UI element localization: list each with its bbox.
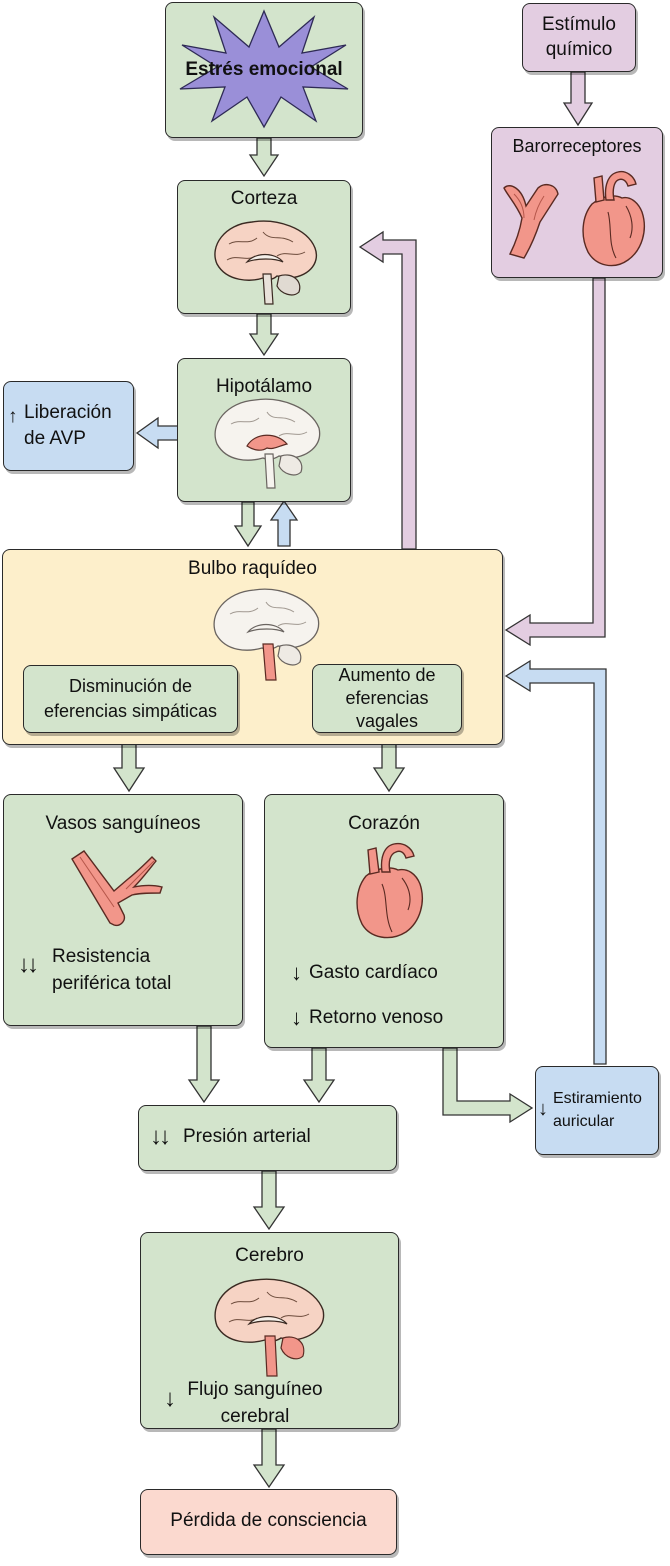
aortic-arch-icon [503, 183, 559, 259]
atrial-label-line1: Estiramiento [553, 1090, 642, 1107]
hypothalamus-brain-icon [214, 398, 321, 489]
symp-box [23, 665, 238, 733]
chem-label-line2: químico [545, 39, 613, 60]
vessel-icon [71, 850, 163, 927]
arrow-cortex-to-hypothalamus [248, 313, 280, 357]
stress-label: Estrés emocional [185, 59, 343, 80]
double-down-arrow-icon: ↓↓ [150, 1123, 171, 1150]
arrow-baro-to-medulla [504, 277, 606, 647]
vagal-label-line3: vagales [355, 711, 419, 731]
arrow-hypothalamus-to-medulla [233, 501, 263, 548]
pressure-box [138, 1105, 397, 1171]
heart-icon [356, 842, 424, 939]
arrow-stress-to-cortex [248, 137, 280, 178]
symp-label-line2: eferencias simpáticas [43, 701, 218, 721]
avp-box [3, 381, 134, 471]
heart-label: Corazón [348, 813, 420, 834]
atrial-label-line2: auricular [553, 1113, 615, 1130]
brain-flow-line2: cerebral [220, 1406, 290, 1427]
baro-label: Barorreceptores [512, 136, 642, 156]
vessels-box [3, 794, 243, 1026]
vessels-label: Vasos sanguíneos [45, 813, 201, 834]
pressure-label: Presión arterial [183, 1126, 311, 1147]
symp-label-line1: Disminución de [68, 676, 193, 696]
brain-flow-line1: Flujo sanguíneo [187, 1379, 323, 1400]
atrial-box [535, 1066, 659, 1155]
medulla-brain-icon [213, 588, 320, 681]
arrow-atrial-to-medulla [504, 659, 607, 1065]
up-arrow-icon: ↑ [8, 406, 18, 427]
hypothalamus-label: Hipotálamo [215, 376, 313, 397]
arrow-hypothalamus-to-avp [135, 416, 179, 450]
vessels-resistance-line1: Resistencia [52, 946, 151, 967]
avp-label-line2: de AVP [24, 428, 86, 449]
double-down-arrow-icon: ↓↓ [18, 951, 39, 978]
down-arrow-icon: ↓ [291, 1005, 302, 1030]
chem-box [522, 3, 636, 72]
arrow-medulla-to-cortex [358, 230, 417, 550]
brain-cerebellum-icon [214, 1278, 325, 1377]
down-arrow-icon: ↓ [164, 1385, 176, 1412]
loss-label: Pérdida de consciencia [170, 1510, 367, 1531]
down-arrow-icon: ↓ [538, 1098, 548, 1120]
arrow-medulla-to-hypothalamus [269, 499, 299, 547]
vagal-box [312, 664, 462, 733]
arrow-brain-to-loss [252, 1428, 286, 1489]
arrow-vessels-to-pressure [187, 1025, 221, 1104]
medulla-label: Bulbo raquídeo [188, 558, 317, 579]
arrow-pressure-to-brain [252, 1170, 286, 1231]
heart-output-label: Gasto cardíaco [309, 962, 438, 983]
loss-box [140, 1489, 397, 1555]
arrow-heart-to-atrial [442, 1047, 534, 1124]
vagal-label-line1: Aumento de [338, 665, 436, 685]
down-arrow-icon: ↓ [291, 960, 302, 985]
arrow-chem-to-baro [562, 71, 594, 127]
chem-label-line1: Estímulo [542, 14, 616, 35]
brain-label: Cerebro [235, 1245, 304, 1266]
arrow-heart-to-pressure [302, 1047, 336, 1104]
vessels-resistance-line2: periférica total [52, 973, 172, 994]
cortex-brain-icon [214, 220, 318, 305]
cortex-label: Corteza [230, 188, 298, 209]
heart-return-label: Retorno venoso [309, 1007, 444, 1028]
baro-heart-icon [582, 170, 646, 267]
vagal-label-line2: eferencias [345, 688, 429, 708]
avp-label-line1: Liberación [24, 402, 112, 423]
starburst-icon [179, 9, 349, 129]
